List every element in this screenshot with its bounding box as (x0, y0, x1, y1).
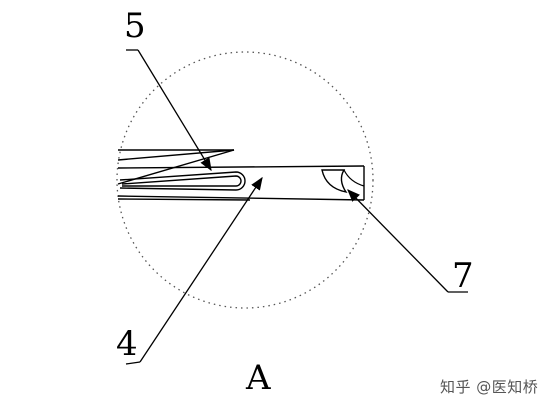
needle-body (117, 149, 365, 201)
callout-label-7: 7 (452, 256, 474, 296)
detail-circle (116, 51, 374, 309)
callout-label-5: 5 (124, 6, 146, 46)
callout-label-4: 4 (116, 324, 138, 364)
leader-line-4 (139, 176, 263, 363)
leader-line-5 (137, 49, 212, 172)
watermark-text: 知乎 @医知桥 (440, 378, 539, 396)
view-label: A (246, 358, 271, 398)
side-notch (321, 169, 348, 194)
leader-line-7 (347, 189, 449, 293)
side-notch-inner (343, 169, 365, 187)
leader-line-4-hook (125, 361, 141, 365)
